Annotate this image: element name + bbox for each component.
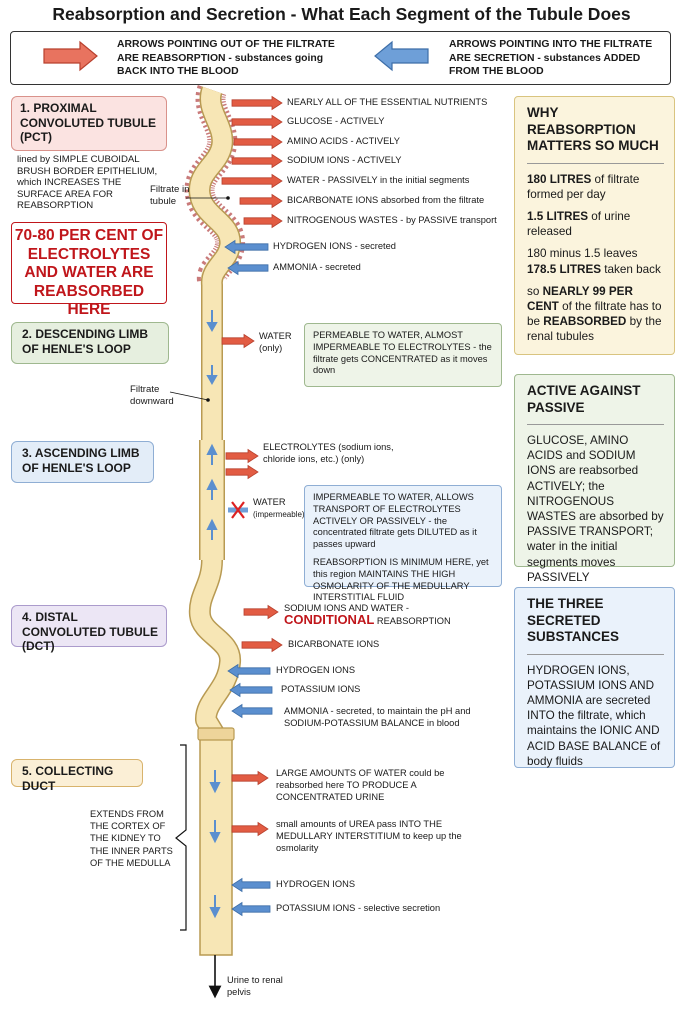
arrow-bicarbonate-pct-icon [239,193,283,209]
blocked-water-text: WATER [253,497,286,507]
descending-flow-note: Filtrate downward [130,384,174,407]
pct-highlight: 70-80 PER CENT OF ELECTROLYTES AND WATER… [11,222,167,318]
arrow-potassium-collecting-icon [231,901,271,917]
pct-secreted-0: HYDROGEN IONS - secreted [273,241,396,251]
pct-label: 1. PROXIMAL CONVOLUTED TUBULE (PCT) [11,96,167,151]
secretion-arrow-icon [374,40,429,72]
arrow-electrolytes-1-icon [225,448,259,464]
arrow-electrolytes-2-icon [225,464,259,480]
arrow-potassium-dct-icon [229,682,273,698]
dct-label: 4. DISTAL CONVOLUTED TUBULE (DCT) [11,605,167,653]
pct-reabsorbed-5: BICARBONATE IONS absorbed from the filtr… [287,195,485,205]
ascending-blocked-label: WATER (impermeable) [253,496,305,521]
pct-reabsorbed-6: NITROGENOUS WASTES - by PASSIVE transpor… [287,215,497,225]
dct-reabsorbed-text: SODIUM IONS AND WATER - [284,603,409,613]
dct-reabsorption-tail: REABSORPTION [376,616,451,627]
arrow-water-collecting-icon [231,770,269,786]
arrow-sodium-water-dct-icon [243,604,279,620]
legend-box [10,31,671,85]
collecting-label: 5. COLLECTING DUCT [11,759,143,793]
pct-reabsorbed-4: WATER - PASSIVELY in the initial segment… [287,175,470,185]
collecting-reabsorbed-1: small amounts of UREA pass INTO THE MEDU… [276,819,462,854]
dct-conditional: CONDITIONAL [284,612,375,628]
arrow-water-descending-icon [221,333,255,349]
dct-secreted-0: HYDROGEN IONS [276,665,356,675]
dct-reabsorbed-2: BICARBONATE IONS [288,639,380,649]
arrow-bicarbonate-dct-icon [241,637,283,653]
arrow-nutrients-icon [231,95,283,111]
ascending-note: IMPERMEABLE TO WATER, ALLOWS TRANSPORT O… [304,485,502,602]
card-why-p2: 1.5 LITRES of urine released [527,209,631,239]
descending-arrow-label: WATER (only) [259,331,292,354]
card-why-reabsorption: WHY REABSORPTION MATTERS SO MUCH 180 LIT… [514,96,675,355]
arrow-hydrogen-collecting-icon [231,877,271,893]
blocked-water-sub: (impermeable) [253,510,305,520]
card-active-heading: ACTIVE AGAINST PASSIVE [527,383,641,415]
arrow-amino-acids-icon [233,134,283,150]
pct-reabsorbed-3: SODIUM IONS - ACTIVELY [287,155,402,165]
pct-secreted-1: AMMONIA - secreted [273,262,361,272]
card-secreted-heading: THE THREE SECRETED SUBSTANCES [527,596,620,644]
pct-reabsorbed-2: AMINO ACIDS - ACTIVELY [287,136,400,146]
card-secreted-body: HYDROGEN IONS, POTASSIUM IONS AND AMMONI… [527,663,661,768]
legend-reabsorption-text: ARROWS POINTING OUT OF THE FILTRATE ARE … [117,39,335,78]
arrow-urea-icon [231,821,269,837]
card-active-passive: ACTIVE AGAINST PASSIVE GLUCOSE, AMINO AC… [514,374,675,584]
ascending-label: 3. ASCENDING LIMB OF HENLE'S LOOP [11,441,154,483]
card-why-p3: 180 minus 1.5 leaves 178.5 LITRES taken … [527,247,661,276]
page-title: Reabsorption and Secretion - What Each S… [52,4,631,24]
descending-label: 2. DESCENDING LIMB OF HENLE'S LOOP [11,322,169,364]
arrow-nitrogenous-icon [243,213,283,229]
arrow-water-pct-icon [221,173,283,189]
dct-secreted-1: POTASSIUM IONS [281,684,361,694]
dct-reabsorbed-1: SODIUM IONS AND WATER - CONDITIONAL REAB… [284,602,484,627]
card-why-heading: WHY REABSORPTION MATTERS SO MUCH [527,105,659,153]
reabsorption-arrow-icon [43,40,98,72]
arrow-glucose-icon [231,114,283,130]
ascending-arrow-label: ELECTROLYTES (sodium ions, chloride ions… [263,442,394,465]
descending-note: PERMEABLE TO WATER, ALMOST IMPERMEABLE T… [304,323,502,387]
ascending-note-2: REABSORPTION IS MINIMUM HERE, yet this r… [313,556,489,603]
pct-description: lined by SIMPLE CUBOIDAL BRUSH BORDER EP… [17,154,158,211]
collecting-reabsorbed-0: LARGE AMOUNTS OF WATER could be reabsorb… [276,768,445,803]
card-why-p4: so NEARLY 99 PER CENT of the filtrate ha… [527,284,662,344]
collecting-secreted-0: HYDROGEN IONS [276,879,356,889]
ascending-note-1: IMPERMEABLE TO WATER, ALLOWS TRANSPORT O… [313,492,477,550]
collecting-extent: EXTENDS FROM THE CORTEX OF THE KIDNEY TO… [90,809,173,868]
card-active-body: GLUCOSE, AMINO ACIDS and SODIUM IONS are… [527,434,664,584]
pct-tubule-note: Filtrate in tubule [150,184,190,207]
arrow-hydrogen-pct-icon [224,239,269,255]
arrow-ammonia-pct-icon [227,260,269,276]
pct-reabsorbed-1: GLUCOSE - ACTIVELY [287,116,385,126]
card-why-p1: 180 LITRES of filtrate formed per day [527,172,640,201]
legend-secretion-text: ARROWS POINTING INTO THE FILTRATE ARE SE… [449,39,653,78]
legend-arrows [43,40,429,72]
pct-reabsorbed-0: NEARLY ALL OF THE ESSENTIAL NUTRIENTS [287,97,488,107]
flow-arrows [206,310,221,919]
arrow-hydrogen-dct-icon [227,663,271,679]
arrow-ammonia-dct-icon [231,703,273,719]
card-secreted-substances: THE THREE SECRETED SUBSTANCES HYDROGEN I… [514,587,675,768]
collecting-outflow: Urine to renal pelvis [227,975,283,998]
dct-secreted-2: AMMONIA - secreted, to maintain the pH a… [284,706,471,729]
collecting-secreted-1: POTASSIUM IONS - selective secretion [276,903,441,913]
arrow-sodium-icon [231,153,283,169]
